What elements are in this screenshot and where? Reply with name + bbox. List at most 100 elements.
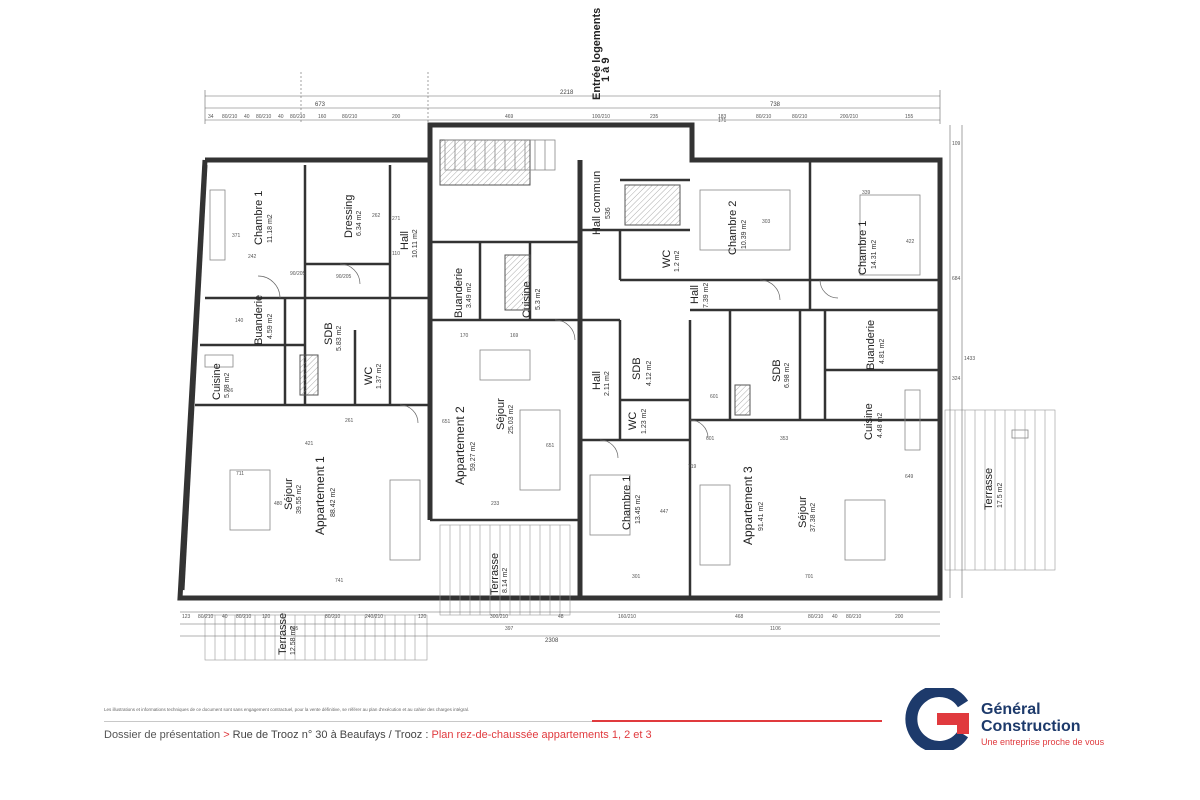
svg-text:242: 242 xyxy=(248,254,257,260)
dim-top-12: 183 xyxy=(718,114,727,120)
svg-text:5.78 m2: 5.78 m2 xyxy=(224,373,231,398)
svg-text:353: 353 xyxy=(780,436,789,442)
svg-text:17.5 m2: 17.5 m2 xyxy=(997,483,1004,508)
room-wc-apt2: WC 1.23 m2 xyxy=(627,409,648,434)
room-wc-apt3: WC 1.2 m2 xyxy=(661,250,681,272)
svg-text:Buanderie: Buanderie xyxy=(453,268,465,318)
room-terrasse-apt2: Terrasse 8.14 m2 xyxy=(489,553,509,595)
svg-text:651: 651 xyxy=(442,419,451,425)
svg-text:3.49 m2: 3.49 m2 xyxy=(466,283,473,308)
room-hall-apt3: Hall 7.39 m2 xyxy=(689,283,710,308)
svg-text:Hall commun: Hall commun xyxy=(591,171,603,235)
svg-text:701: 701 xyxy=(805,574,814,580)
svg-text:12.58 m2: 12.58 m2 xyxy=(290,626,297,655)
dim-top-10: 100/210 xyxy=(592,114,610,120)
svg-text:719: 719 xyxy=(688,464,697,470)
dim-bottom-6: 240/210 xyxy=(365,614,383,620)
svg-text:339: 339 xyxy=(862,190,871,196)
room-chambre2-apt3: Chambre 2 10.39 m2 xyxy=(727,201,748,255)
svg-text:SDB: SDB xyxy=(771,359,783,382)
dim-top-2: 40 xyxy=(244,114,250,120)
logo-line2: Construction xyxy=(981,718,1081,735)
svg-text:25.03 m2: 25.03 m2 xyxy=(508,405,515,434)
svg-text:Buanderie: Buanderie xyxy=(253,295,265,345)
room-chambre1-apt1: Chambre 1 11.18 m2 xyxy=(253,191,274,245)
svg-text:37.38 m2: 37.38 m2 xyxy=(810,503,817,532)
svg-text:303: 303 xyxy=(762,219,771,225)
svg-text:Cuisine: Cuisine xyxy=(521,281,533,318)
svg-text:1.23 m2: 1.23 m2 xyxy=(641,409,648,434)
svg-text:4.59 m2: 4.59 m2 xyxy=(267,314,274,339)
inner-dimensions: 371 242 262 271 110 90/205 90/205 140 33… xyxy=(225,118,915,584)
dim-right-1: 684 xyxy=(952,276,961,282)
svg-text:233: 233 xyxy=(491,501,500,507)
svg-text:SDB: SDB xyxy=(631,357,643,380)
room-cuisine-apt3: Cuisine 4.48 m2 xyxy=(863,403,884,440)
svg-text:271: 271 xyxy=(392,216,401,222)
svg-text:Hall: Hall xyxy=(689,285,701,304)
room-appartement2: Appartement 2 59.27 m2 xyxy=(453,406,477,485)
svg-text:301: 301 xyxy=(632,574,641,580)
svg-text:4.48 m2: 4.48 m2 xyxy=(877,413,884,438)
svg-text:6.98 m2: 6.98 m2 xyxy=(784,363,791,388)
svg-text:90/205: 90/205 xyxy=(336,274,352,280)
svg-text:88.42 m2: 88.42 m2 xyxy=(330,488,337,517)
room-labels: Chambre 1 11.18 m2 Dressing 6.34 m2 Hall… xyxy=(211,171,1004,655)
dim-top-14: 80/210 xyxy=(792,114,808,120)
dim-bottom-9: 48 xyxy=(558,614,564,620)
svg-text:741: 741 xyxy=(335,578,344,584)
dim-total-top: 2218 xyxy=(560,90,574,96)
footer-caption: Dossier de présentation>Rue de Trooz n° … xyxy=(104,729,652,741)
bottom-dimensions: 123 80/210 40 80/210 120 80/210 240/210 … xyxy=(180,611,940,644)
dim-bottom-4: 120 xyxy=(262,614,271,620)
svg-text:140: 140 xyxy=(235,318,244,324)
room-sejour-apt3: Séjour 37.38 m2 xyxy=(797,496,817,532)
dim-top-16: 155 xyxy=(905,114,914,120)
svg-text:Séjour: Séjour xyxy=(283,478,295,510)
room-cuisine-apt2: Cuisine 5.3 m2 xyxy=(521,281,542,318)
dim-total-bottom: 2308 xyxy=(545,638,559,644)
dim-bottom-2: 40 xyxy=(222,614,228,620)
svg-text:651: 651 xyxy=(546,443,555,449)
svg-text:170: 170 xyxy=(460,333,469,339)
dim-bottom-12: 80/210 xyxy=(808,614,824,620)
svg-text:10.39 m2: 10.39 m2 xyxy=(741,220,748,249)
svg-text:336: 336 xyxy=(225,388,234,394)
footer-rule-grey xyxy=(104,721,592,722)
room-dressing: Dressing 6.34 m2 xyxy=(343,195,363,238)
svg-text:Chambre 2: Chambre 2 xyxy=(727,201,739,255)
svg-text:WC: WC xyxy=(627,412,639,430)
svg-text:WC: WC xyxy=(363,367,375,385)
dim-bottom2-0: 805 xyxy=(290,626,299,632)
dim-bottom-11: 468 xyxy=(735,614,744,620)
svg-text:5.83 m2: 5.83 m2 xyxy=(336,326,343,351)
dim-bottom-0: 123 xyxy=(182,614,191,620)
room-appartement1: Appartement 1 88.42 m2 xyxy=(313,456,337,535)
room-chambre1-apt2: Chambre 1 13.45 m2 xyxy=(621,476,642,530)
svg-text:Terrasse: Terrasse xyxy=(489,553,501,595)
dim-bottom-3: 80/210 xyxy=(236,614,252,620)
svg-text:Hall: Hall xyxy=(591,371,603,390)
svg-text:11.18 m2: 11.18 m2 xyxy=(267,214,274,243)
svg-text:480: 480 xyxy=(274,501,283,507)
svg-text:Chambre 1: Chambre 1 xyxy=(621,476,633,530)
top-dimensions: 2218 673 738 34 80/210 40 80/210 40 80/2… xyxy=(204,72,941,124)
footer-separator: > xyxy=(223,729,230,741)
room-sdb-apt1: SDB 5.83 m2 xyxy=(323,322,343,351)
dim-top-3: 80/210 xyxy=(256,114,272,120)
svg-text:711: 711 xyxy=(236,471,244,477)
svg-text:WC: WC xyxy=(661,250,673,268)
room-buanderie-apt2: Buanderie 3.49 m2 xyxy=(453,268,473,318)
logo-tagline: Une entreprise proche de vous xyxy=(981,737,1105,747)
svg-text:Hall: Hall xyxy=(399,231,411,250)
svg-text:536: 536 xyxy=(605,207,612,219)
room-terrasse-apt3: Terrasse 17.5 m2 xyxy=(983,468,1004,510)
svg-text:1.37 m2: 1.37 m2 xyxy=(376,364,383,389)
svg-text:Appartement 1: Appartement 1 xyxy=(313,456,327,535)
room-hall-apt1: Hall 10.11 m2 xyxy=(399,229,419,258)
terraces xyxy=(204,409,1056,661)
dim-top-15: 200/210 xyxy=(840,114,858,120)
svg-text:59.27 m2: 59.27 m2 xyxy=(470,442,477,471)
dim-top-5: 80/210 xyxy=(290,114,306,120)
svg-text:Appartement 2: Appartement 2 xyxy=(453,406,467,485)
